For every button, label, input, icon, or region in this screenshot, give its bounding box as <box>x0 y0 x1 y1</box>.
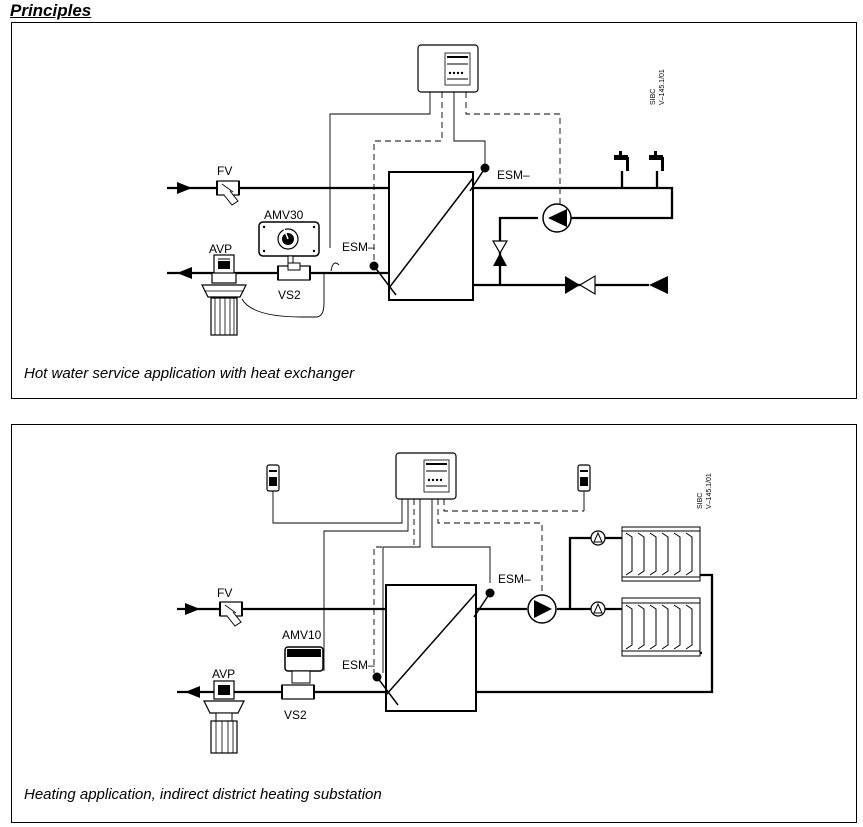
actuator-label: AMV10 <box>282 628 322 642</box>
controller-unit <box>395 452 457 500</box>
radiator-valves <box>590 530 606 617</box>
drawing-reference-line2: V–145.1/01 <box>706 473 713 509</box>
heat-exchanger <box>385 584 477 712</box>
heat-exchanger <box>388 171 474 301</box>
esm-supply-label: ESM– <box>498 572 531 586</box>
room-sensor <box>577 464 591 492</box>
control-valve-vs2 <box>281 684 315 700</box>
valve-label: VS2 <box>284 708 307 722</box>
diagram-caption: Hot water service application with heat … <box>24 365 355 382</box>
pressure-controller-avp <box>203 680 245 754</box>
cold-water-inlet-arrow <box>649 276 668 294</box>
heating-diagram-panel: SIBC V–145.1/01 <box>11 424 857 823</box>
controller-unit <box>417 44 479 93</box>
shutoff-valve <box>565 274 596 296</box>
signal-wiring <box>241 92 561 318</box>
flow-arrows <box>177 182 668 294</box>
avp-label: AVP <box>212 667 235 681</box>
temperature-sensors <box>372 588 495 706</box>
supply-inlet-arrow <box>177 182 192 194</box>
check-valve <box>491 240 509 266</box>
drawing-reference: SIBC V–145.1/01 <box>650 69 666 105</box>
valve-label: VS2 <box>278 288 301 302</box>
hot-water-schematic: SIBC V–145.1/01 <box>167 44 674 336</box>
return-outlet-arrow <box>185 686 200 698</box>
hot-water-taps <box>614 151 664 171</box>
circulation-pump <box>527 594 557 624</box>
drawing-reference-line1: SIBC <box>697 493 704 509</box>
actuator-label: AMV30 <box>264 208 304 222</box>
strainer-fv <box>219 601 243 627</box>
actuator-amv10 <box>284 646 324 684</box>
esm-return-label: ESM– <box>342 240 375 254</box>
strainer-label: FV <box>217 586 232 600</box>
supply-inlet-arrow <box>185 603 200 615</box>
radiator-upper <box>621 526 701 582</box>
diagram-caption: Heating application, indirect district h… <box>24 786 382 803</box>
pressure-controller-avp <box>201 254 247 336</box>
drawing-reference: SIBC V–145.1/01 <box>697 473 713 509</box>
drawing-reference-line2: V–145.1/01 <box>659 69 666 105</box>
hot-water-diagram-panel: SIBC V–145.1/01 <box>11 22 857 399</box>
esm-return-label: ESM– <box>342 658 375 672</box>
return-outlet-arrow <box>177 267 192 279</box>
heating-schematic: SIBC V–145.1/01 <box>177 452 714 754</box>
radiator-lower <box>621 597 701 657</box>
flow-arrows <box>185 603 200 698</box>
control-valve-vs2 <box>277 262 311 281</box>
esm-supply-label: ESM– <box>497 168 530 182</box>
avp-label: AVP <box>209 242 232 256</box>
circulation-pump <box>542 203 572 233</box>
temperature-sensors <box>369 163 490 296</box>
strainer-fv <box>216 180 240 206</box>
outdoor-sensor <box>266 464 280 492</box>
strainer-label: FV <box>217 164 232 178</box>
page-title: Principles <box>10 1 92 20</box>
actuator-amv30 <box>258 221 320 267</box>
drawing-reference-line1: SIBC <box>650 89 657 105</box>
